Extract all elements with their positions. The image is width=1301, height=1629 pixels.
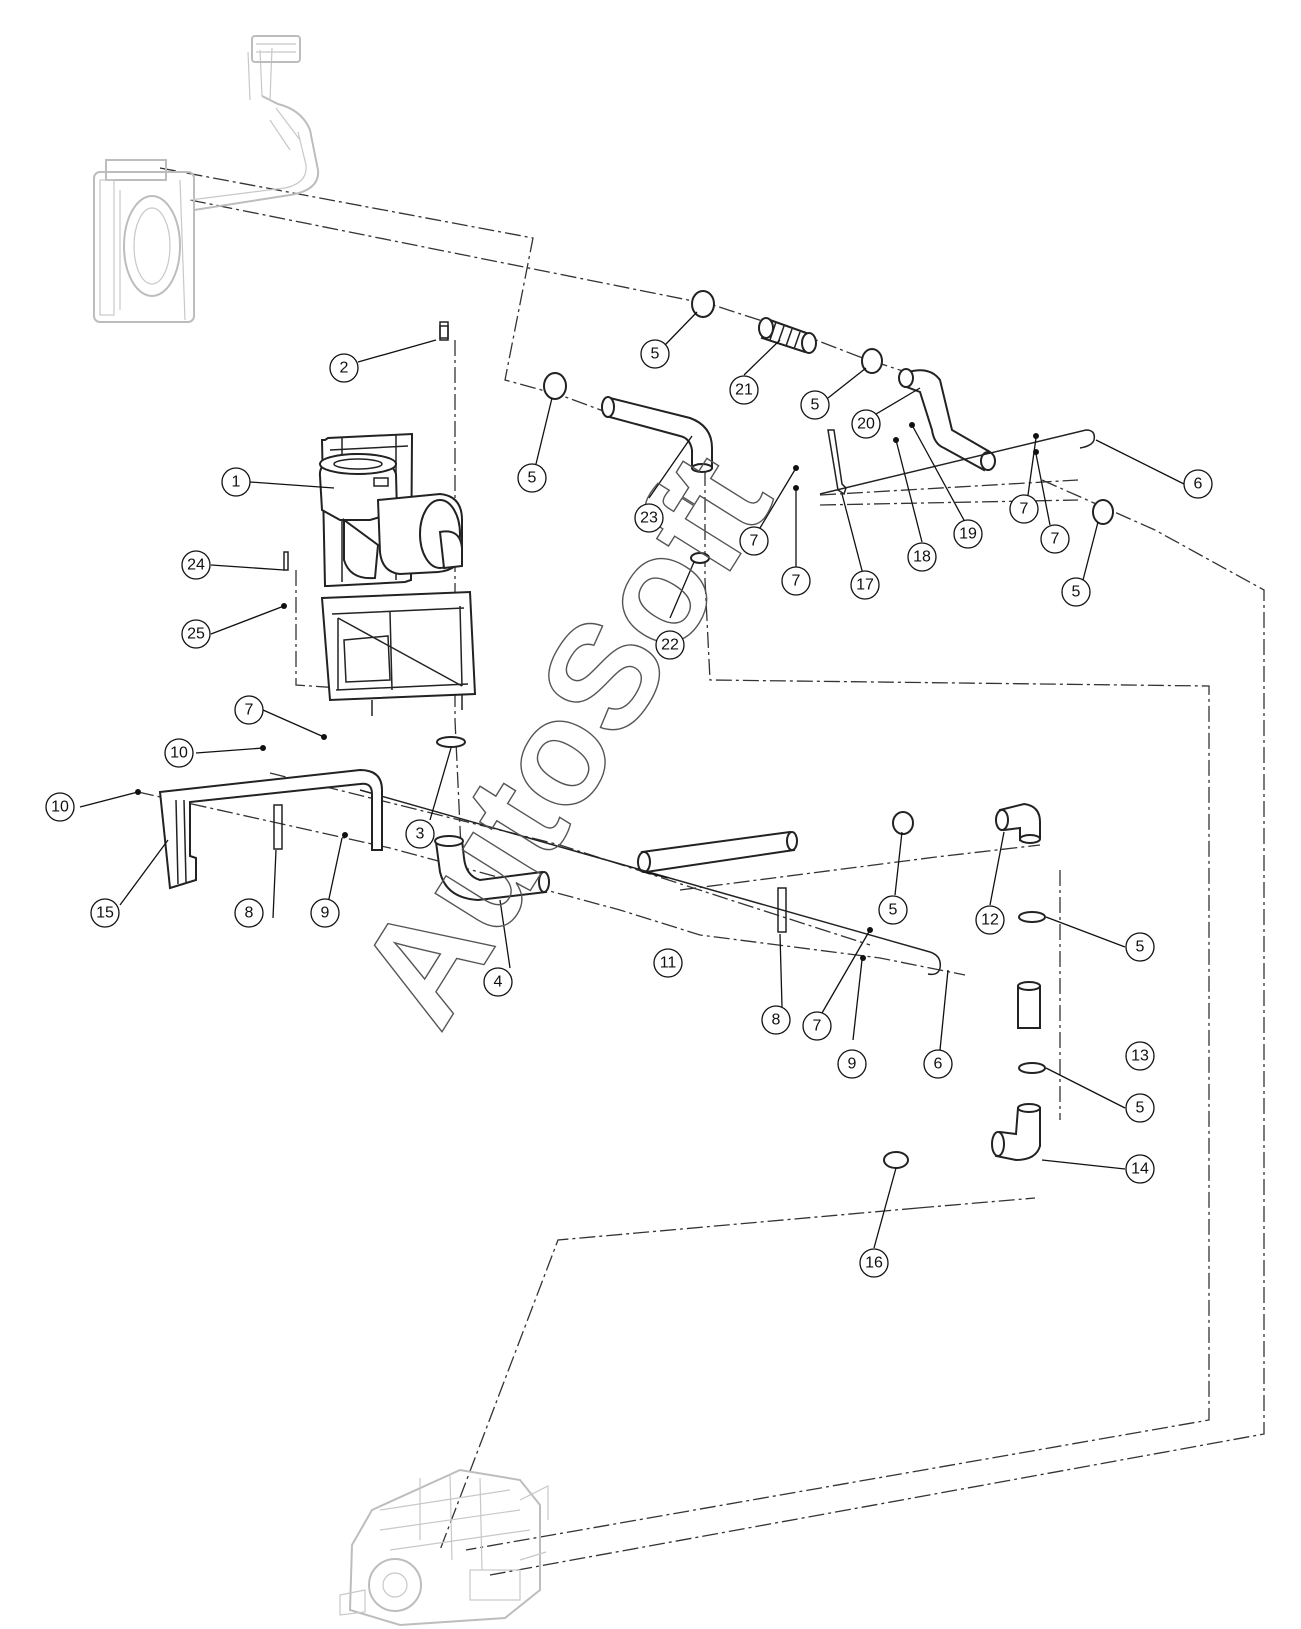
- svg-text:7: 7: [792, 573, 801, 590]
- svg-text:9: 9: [848, 1056, 857, 1073]
- callout-13: 13: [1125, 1041, 1155, 1071]
- svg-text:7: 7: [1020, 501, 1029, 518]
- svg-text:15: 15: [96, 905, 114, 922]
- callout-6b: 6: [923, 1049, 953, 1079]
- callout-5d: 5: [1061, 577, 1091, 607]
- callout-14: 14: [1125, 1154, 1155, 1184]
- svg-text:22: 22: [661, 637, 679, 654]
- svg-text:7: 7: [813, 1018, 822, 1035]
- svg-text:10: 10: [51, 799, 69, 816]
- svg-text:6: 6: [934, 1056, 943, 1073]
- svg-text:7: 7: [1051, 531, 1060, 548]
- svg-text:16: 16: [865, 1255, 883, 1272]
- svg-text:6: 6: [1194, 476, 1203, 493]
- svg-text:18: 18: [913, 549, 931, 566]
- callout-9a: 9: [837, 1049, 867, 1079]
- svg-text:8: 8: [245, 905, 254, 922]
- callout-18: 18: [907, 542, 937, 572]
- callout-21: 21: [729, 375, 759, 405]
- callout-5c: 5: [517, 463, 547, 493]
- svg-text:5: 5: [889, 902, 898, 919]
- svg-text:5: 5: [1136, 1100, 1145, 1117]
- callout-leaders: [79, 311, 1185, 1249]
- callout-5a: 5: [640, 339, 670, 369]
- svg-text:23: 23: [640, 510, 658, 527]
- svg-text:5: 5: [1072, 584, 1081, 601]
- svg-text:2: 2: [340, 360, 349, 377]
- callout-8a: 8: [761, 1005, 791, 1035]
- pipes-and-hoses: [283, 317, 1096, 1162]
- callout-5b: 5: [800, 390, 830, 420]
- callout-10b: 10: [45, 792, 75, 822]
- callout-19: 19: [953, 519, 983, 549]
- svg-text:19: 19: [959, 526, 977, 543]
- svg-text:8: 8: [772, 1012, 781, 1029]
- svg-text:7: 7: [245, 702, 254, 719]
- svg-text:7: 7: [750, 533, 759, 550]
- svg-text:3: 3: [416, 826, 425, 843]
- callout-7e: 7: [234, 695, 264, 725]
- svg-text:13: 13: [1131, 1048, 1149, 1065]
- svg-text:14: 14: [1131, 1161, 1149, 1178]
- callout-12: 12: [975, 905, 1005, 935]
- assembly-centerlines: [137, 167, 1265, 1576]
- callout-11: 11: [653, 948, 683, 978]
- svg-text:17: 17: [856, 577, 874, 594]
- svg-text:10: 10: [170, 745, 188, 762]
- callout-15: 15: [90, 898, 120, 928]
- callout-7c: 7: [1009, 494, 1039, 524]
- svg-text:5: 5: [811, 397, 820, 414]
- callout-25: 25: [181, 619, 211, 649]
- svg-text:5: 5: [528, 470, 537, 487]
- svg-text:9: 9: [321, 905, 330, 922]
- svg-text:21: 21: [735, 382, 753, 399]
- callout-5e: 5: [878, 895, 908, 925]
- callout-9b: 9: [310, 898, 340, 928]
- radiator-assembly-ghost: [93, 35, 320, 323]
- callout-20: 20: [851, 409, 881, 439]
- callout-2: 2: [329, 353, 359, 383]
- callout-5g: 5: [1125, 1093, 1155, 1123]
- callout-22: 22: [655, 630, 685, 660]
- callout-4: 4: [483, 967, 513, 997]
- callout-7f: 7: [802, 1011, 832, 1041]
- svg-text:1: 1: [232, 474, 241, 491]
- callout-24: 24: [181, 550, 211, 580]
- svg-text:20: 20: [857, 416, 875, 433]
- svg-text:5: 5: [1136, 939, 1145, 956]
- callout-5f: 5: [1125, 932, 1155, 962]
- callout-8b: 8: [234, 898, 264, 928]
- callout-17: 17: [850, 570, 880, 600]
- hose-clamps: [543, 290, 1114, 1169]
- callout-16: 16: [859, 1248, 889, 1278]
- callout-7b: 7: [781, 566, 811, 596]
- callout-3: 3: [405, 819, 435, 849]
- support-bracket: [158, 768, 787, 933]
- air-cleaner-assembly: [318, 325, 477, 716]
- svg-text:11: 11: [660, 955, 677, 972]
- svg-text:24: 24: [187, 557, 205, 574]
- callout-7d: 7: [1040, 524, 1070, 554]
- svg-text:5: 5: [651, 346, 660, 363]
- callout-6a: 6: [1183, 469, 1213, 499]
- callout-1: 1: [221, 467, 251, 497]
- callout-10a: 10: [164, 738, 194, 768]
- svg-text:4: 4: [494, 974, 503, 991]
- callout-7a: 7: [739, 526, 769, 556]
- engine-ghost: [339, 1468, 549, 1627]
- svg-text:12: 12: [981, 912, 999, 929]
- callout-23: 23: [634, 503, 664, 533]
- svg-text:25: 25: [187, 626, 205, 643]
